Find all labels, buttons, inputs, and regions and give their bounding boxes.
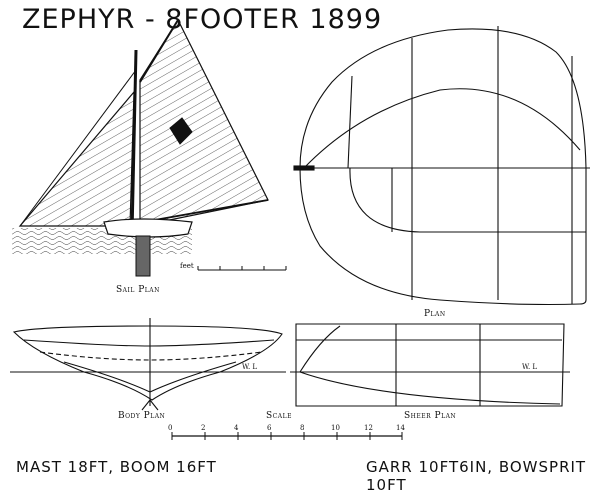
caption-scale: Scale [266,411,292,421]
footer-left-note: MAST 18FT, BOOM 16FT [16,458,217,476]
caption-body-plan: Body Plan [118,411,166,421]
hull-sail-plan [103,218,193,238]
waterline-curve [303,88,581,169]
sail-emblem [169,117,193,145]
plan-view [293,26,590,306]
sail-plan [12,18,287,277]
scale-labels: 0 2 4 6 8 10 12 14 [168,424,405,432]
wl-label-sheer: W. L [522,363,537,371]
scale-bar [171,432,403,440]
forestay [19,69,137,227]
footer-right-note: GARR 10FT6IN, BOWSPRIT 10FT [366,458,587,494]
body-plan [10,318,286,411]
bowsprit [293,165,315,171]
jib-sail [18,90,135,227]
keel-fin [135,235,151,277]
plan-outline [299,28,587,306]
scale-tick-label: 8 [300,424,304,432]
feet-label: feet [180,262,194,270]
scale-tick-label: 6 [267,424,272,432]
scale-tick-label: 0 [168,424,172,432]
caption-sheer-plan: Sheer Plan [404,411,457,421]
caption-sail-plan: Sail Plan [116,285,160,295]
scale-tick-label: 4 [234,424,239,432]
sheer-plan [290,323,570,407]
scale-tick-label: 14 [396,424,405,432]
sheer-outline [295,323,565,407]
scale-tick-label: 2 [201,424,205,432]
drawing-title: ZEPHYR - 8FOOTER 1899 [22,4,383,35]
wl-label-body: W. L [242,363,257,371]
scale-tick-label: 10 [331,424,340,432]
scale-tick-label: 12 [364,424,373,432]
caption-plan: Plan [424,309,446,319]
mast [130,49,138,235]
gaff [139,19,179,83]
inner-curve [349,167,586,233]
